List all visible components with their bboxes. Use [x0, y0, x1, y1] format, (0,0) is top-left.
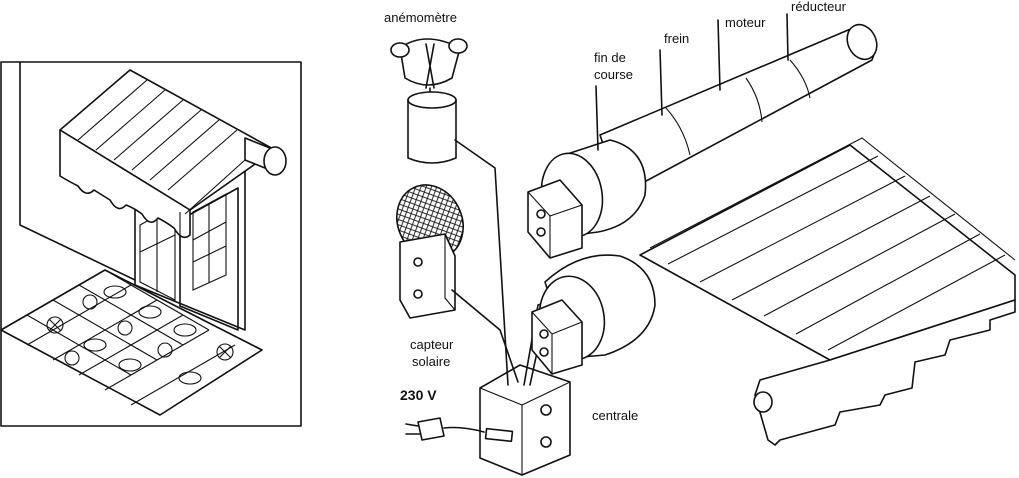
label-moteur: moteur	[725, 15, 766, 30]
shopfront-illustration	[1, 62, 301, 426]
wire-solar	[452, 290, 518, 382]
leader-fin-de-course	[596, 86, 598, 150]
solar-sensor-body	[400, 234, 455, 318]
label-centrale: centrale	[592, 408, 638, 423]
leader-moteur	[718, 20, 720, 90]
label-solaire: solaire	[412, 354, 450, 369]
leader-reducteur	[787, 14, 788, 60]
awning-roller-end	[264, 147, 286, 175]
anemometer	[391, 39, 467, 163]
anemometer-body	[408, 100, 456, 163]
awning-bar-end	[754, 392, 772, 412]
wire-anemometer	[455, 140, 508, 385]
control-display	[486, 429, 513, 442]
leader-frein	[660, 50, 662, 115]
power-cable	[444, 428, 484, 433]
label-capteur: capteur	[410, 337, 454, 352]
label-voltage: 230 V	[400, 387, 437, 403]
label-anemometre: anémomètre	[384, 10, 457, 25]
label-fin-de-course-line1: fin de	[594, 50, 626, 65]
power-plug	[406, 418, 484, 440]
label-fin-de-course-line2: course	[594, 67, 633, 82]
solar-sensor	[385, 174, 475, 318]
label-frein: frein	[664, 31, 689, 46]
label-reducteur: réducteur	[791, 0, 847, 14]
